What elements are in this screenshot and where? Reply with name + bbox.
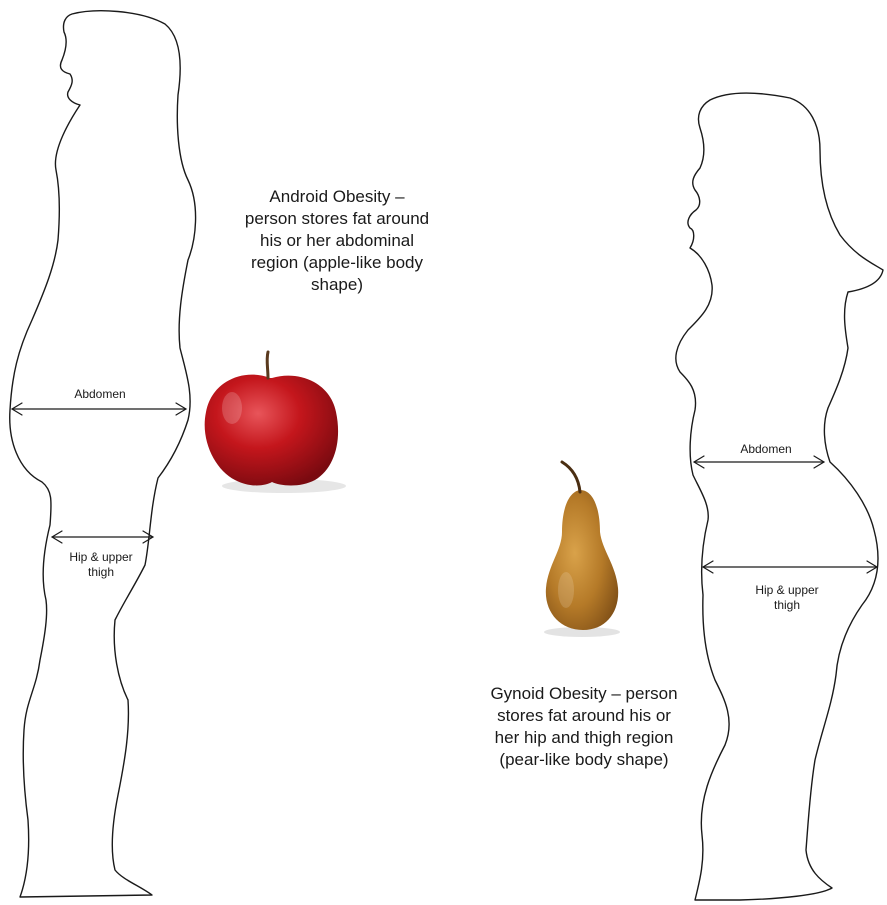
female-abdomen-label: Abdomen	[716, 442, 816, 457]
female-hip-label-line-2: thigh	[732, 598, 842, 613]
male-hip-label-line-2: thigh	[46, 565, 156, 580]
gynoid-obesity-description: Gynoid Obesity – person stores fat aroun…	[454, 683, 714, 771]
pear-icon	[544, 462, 620, 637]
female-hip-arrow	[703, 561, 877, 573]
female-abdomen-arrow	[694, 456, 824, 468]
female-body-outline	[676, 93, 883, 900]
male-hip-label-line-1: Hip & upper	[46, 550, 156, 565]
female-hip-label-line-1: Hip & upper	[732, 583, 842, 598]
apple-icon	[205, 352, 346, 493]
male-abdomen-arrow	[12, 403, 186, 415]
android-desc-line-4: region (apple-like body	[212, 252, 462, 274]
male-body-outline	[10, 11, 196, 897]
gynoid-desc-line-1: Gynoid Obesity – person	[454, 683, 714, 705]
android-desc-line-3: his or her abdominal	[212, 230, 462, 252]
android-obesity-description: Android Obesity – person stores fat arou…	[212, 186, 462, 296]
gynoid-desc-line-2: stores fat around his or	[454, 705, 714, 727]
gynoid-desc-line-3: her hip and thigh region	[454, 727, 714, 749]
gynoid-desc-line-4: (pear-like body shape)	[454, 749, 714, 771]
female-hip-label: Hip & upper thigh	[732, 583, 842, 613]
android-desc-line-5: shape)	[212, 274, 462, 296]
android-desc-line-1: Android Obesity –	[212, 186, 462, 208]
android-desc-line-2: person stores fat around	[212, 208, 462, 230]
male-hip-arrow	[52, 531, 153, 543]
male-hip-label: Hip & upper thigh	[46, 550, 156, 580]
male-abdomen-label: Abdomen	[50, 387, 150, 402]
